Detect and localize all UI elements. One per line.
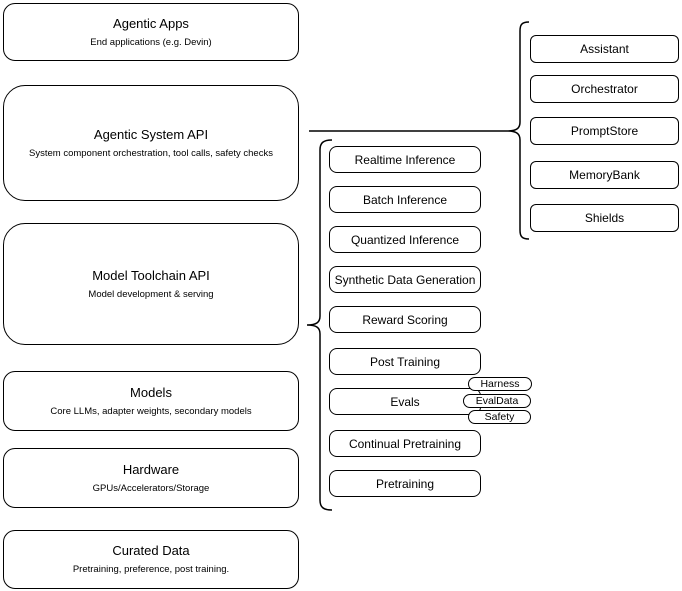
toolchain-item-post-training: Post Training xyxy=(329,348,481,375)
layer-title: Hardware xyxy=(122,461,180,477)
system-components-brace xyxy=(506,21,530,240)
layer-subtitle: GPUs/Accelerators/Storage xyxy=(92,482,210,494)
layer-title: Curated Data xyxy=(112,543,190,558)
eval-tag-harness: Harness xyxy=(468,377,532,391)
layer-box-agentic-system-api: Agentic System API System component orch… xyxy=(3,85,299,201)
layer-box-model-toolchain-api: Model Toolchain API Model development & … xyxy=(3,223,299,345)
toolchain-item-batch-inference: Batch Inference xyxy=(329,186,481,213)
layer-subtitle: Core LLMs, adapter weights, secondary mo… xyxy=(50,405,252,417)
component-box-shields: Shields xyxy=(530,204,679,232)
eval-tag-safety: Safety xyxy=(468,410,531,424)
layer-title: Model Toolchain API xyxy=(92,267,210,283)
layer-subtitle: Model development & serving xyxy=(88,288,214,300)
toolchain-item-quantized-inference: Quantized Inference xyxy=(329,226,481,253)
layer-box-models: Models Core LLMs, adapter weights, secon… xyxy=(3,371,299,431)
component-box-orchestrator: Orchestrator xyxy=(530,75,679,103)
toolchain-item-continual-pretraining: Continual Pretraining xyxy=(329,430,481,457)
toolchain-item-reward-scoring: Reward Scoring xyxy=(329,306,481,333)
layer-title: Models xyxy=(130,384,172,400)
toolchain-item-synthetic-data-generation: Synthetic Data Generation xyxy=(329,266,481,293)
toolchain-item-pretraining: Pretraining xyxy=(329,470,481,497)
eval-tag-evaldata: EvalData xyxy=(463,394,531,408)
layer-subtitle: End applications (e.g. Devin) xyxy=(90,36,212,48)
toolchain-item-evals: Evals xyxy=(329,388,481,415)
component-box-memorybank: MemoryBank xyxy=(530,161,679,189)
layer-title: Agentic Apps xyxy=(113,15,189,31)
layer-subtitle: System component orchestration, tool cal… xyxy=(29,147,273,159)
layer-box-curated-data: Curated Data Pretraining, preference, po… xyxy=(3,530,299,589)
component-box-promptstore: PromptStore xyxy=(530,117,679,145)
toolchain-brace xyxy=(306,139,333,511)
layer-subtitle: Pretraining, preference, post training. xyxy=(72,564,230,575)
component-box-assistant: Assistant xyxy=(530,35,679,63)
toolchain-item-realtime-inference: Realtime Inference xyxy=(329,146,481,173)
layer-box-hardware: Hardware GPUs/Accelerators/Storage xyxy=(3,448,299,508)
layer-box-agentic-apps: Agentic Apps End applications (e.g. Devi… xyxy=(3,3,299,61)
layer-title: Agentic System API xyxy=(93,126,209,142)
